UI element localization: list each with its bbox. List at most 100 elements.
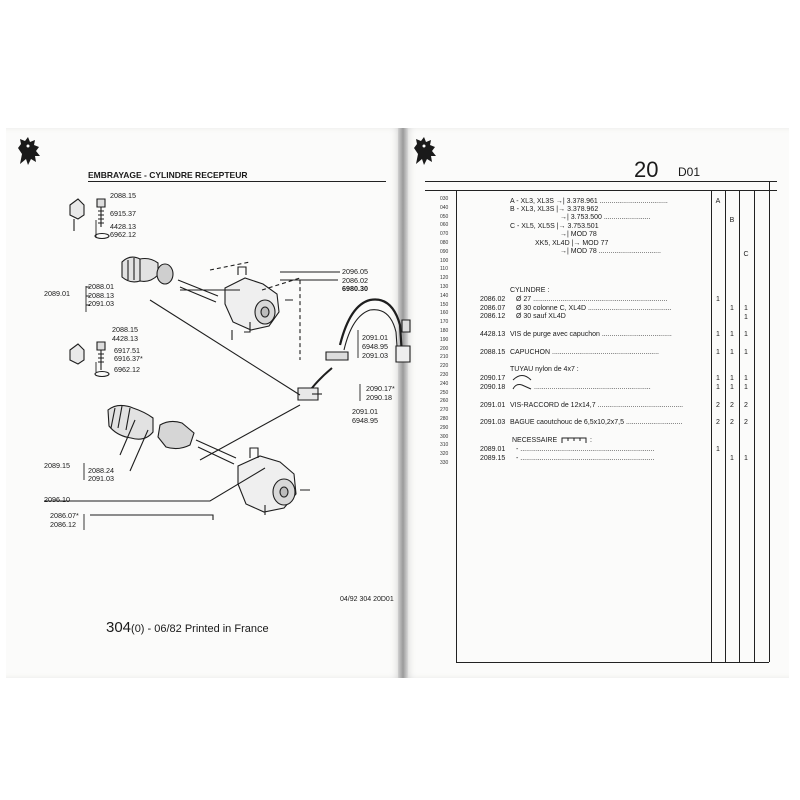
row-number: 190 <box>440 336 449 343</box>
necessaire-row1-desc: - ......................................… <box>516 446 655 453</box>
necessaire-row2-qty-c: 1 <box>744 455 748 462</box>
necessaire-row2-ref: 2089.15 <box>480 455 506 462</box>
row-number: 280 <box>440 416 449 422</box>
column-b-rule <box>725 190 726 662</box>
row-number: 130 <box>440 284 449 290</box>
label-4428-13-top: 4428.13 <box>110 222 136 231</box>
label-2091-01-top: 2091.01 <box>362 333 388 342</box>
bague-qty-a: 2 <box>716 419 720 426</box>
label-2096-05: 2096.05 <box>342 267 368 276</box>
cylindre-heading: CYLINDRE : <box>510 287 550 294</box>
necessaire-row2-desc: - ......................................… <box>516 455 655 462</box>
row-number: 320 <box>440 451 449 458</box>
vis-purge-desc: VIS de purge avec capuchon .............… <box>510 331 672 338</box>
tuyau-row1-ref: 2090.17 <box>480 375 506 382</box>
label-2088-01: 2088.01 <box>88 282 114 291</box>
row-number: 180 <box>440 328 449 334</box>
cylindre-row1-desc: Ø 27 ...................................… <box>516 296 668 303</box>
row-number: 100 <box>440 257 449 264</box>
label-6948-95-bottom: 6948.95 <box>352 416 378 425</box>
label-2091-01-bottom: 2091.01 <box>352 407 378 416</box>
variant-xk5: XK5, XL4D |→ MOD 77 <box>535 240 609 247</box>
necessaire-row2-qty-b: 1 <box>730 455 734 462</box>
label-2091-03-bottom: 2091.03 <box>88 474 114 483</box>
row-number: 330 <box>440 460 449 466</box>
variant-c-end: →| MOD 78 <box>560 231 597 238</box>
label-6948-95-top: 6948.95 <box>362 342 388 351</box>
label-6915-37: 6915.37 <box>110 209 136 218</box>
vis-purge-qty-c: 1 <box>744 331 748 338</box>
vis-raccord-qty-b: 2 <box>730 402 734 409</box>
capuchon-qty-c: 1 <box>744 349 748 356</box>
column-a-rule <box>711 190 712 662</box>
row-number: 290 <box>440 424 449 431</box>
footer-print-info: (0) - 06/82 Printed in France <box>131 623 269 635</box>
row-number: 110 <box>440 266 448 273</box>
bague-desc: BAGUE caoutchouc de 6,5x10,2x7,5 .......… <box>510 419 683 426</box>
column-header-a: A <box>715 198 721 205</box>
row-number: 270 <box>440 407 449 414</box>
label-6962-12-top: 6962.12 <box>110 230 136 239</box>
vis-purge-qty-a: 1 <box>716 331 720 338</box>
cylindre-row1-ref: 2086.02 <box>480 296 506 303</box>
row-number: 230 <box>440 372 449 378</box>
table-top-rule <box>425 190 777 191</box>
variant-b: B - XL3, XL3S |→ 3.378.962 <box>510 206 599 213</box>
row-number: 140 <box>440 292 449 299</box>
left-title-rule <box>88 181 386 182</box>
label-2088-24: 2088.24 <box>88 466 114 475</box>
peugeot-lion-logo-left <box>18 137 40 165</box>
vis-purge-ref: 4428.13 <box>480 331 506 338</box>
necessaire-heading-suffix: : <box>590 437 592 444</box>
label-6980-30: 6980.30 <box>342 284 368 293</box>
vis-raccord-qty-c: 2 <box>744 402 748 409</box>
kit-symbol-icon <box>561 437 587 443</box>
tuyau-row2-qty-c: 1 <box>744 384 748 391</box>
footer-model-number: 304 <box>106 619 132 636</box>
column-e-rule <box>769 182 770 662</box>
cylindre-row2-qty-c: 1 <box>744 305 748 312</box>
bague-ref: 2091.03 <box>480 419 506 426</box>
capuchon-ref: 2088.15 <box>480 349 506 356</box>
cylindre-row3-desc: Ø 30 sauf XL4D <box>516 313 566 320</box>
cylindre-row1-qty-a: 1 <box>716 296 720 303</box>
label-2090-18: 2090.18 <box>366 393 392 402</box>
cylindre-row3-qty-c: 1 <box>744 314 748 321</box>
curved-pipe-icon <box>512 375 532 381</box>
variant-b-end: →| 3.753.500 ........................ <box>560 214 651 221</box>
variant-a: A - XL3, XL3S →| 3.378.961 .............… <box>510 198 668 205</box>
label-2086-02: 2086.02 <box>342 276 368 285</box>
variant-xk5-end: →| MOD 78 ..............................… <box>560 248 662 255</box>
row-number: 060 <box>440 222 449 229</box>
cylindre-row2-ref: 2086.07 <box>480 305 506 312</box>
row-number: 040 <box>440 204 449 211</box>
capuchon-desc: CAPUCHON ...............................… <box>510 349 659 356</box>
row-number: 090 <box>440 248 449 255</box>
cylindre-row3-ref: 2086.12 <box>480 313 506 320</box>
row-number: 220 <box>440 363 449 370</box>
label-2088-15-mid: 2088.15 <box>112 325 138 334</box>
row-number: 210 <box>440 354 449 361</box>
variant-c: C - XL5, XL5S |→ 3.753.501 <box>510 223 599 230</box>
peugeot-lion-logo-right <box>414 137 436 165</box>
book-gutter <box>398 128 408 678</box>
capuchon-qty-a: 1 <box>716 349 720 356</box>
left-page-footer: 304(0) - 06/82 Printed in France <box>106 620 269 635</box>
necessaire-row1-ref: 2089.01 <box>480 446 506 453</box>
column-header-c: C <box>743 251 749 258</box>
row-number: 200 <box>440 345 449 352</box>
label-2089-15: 2089.15 <box>44 461 70 470</box>
label-2090-17: 2090.17* <box>366 384 395 393</box>
label-6916-37: 6916.37* <box>114 354 143 363</box>
capuchon-qty-b: 1 <box>730 349 734 356</box>
row-number: 160 <box>440 310 449 317</box>
label-2091-03-top: 2091.03 <box>88 299 114 308</box>
row-number: 150 <box>440 301 449 308</box>
row-number: 080 <box>440 240 449 246</box>
right-catalog-page <box>403 128 789 678</box>
label-6917-51: 6917.51 <box>114 346 140 355</box>
cylindre-row2-qty-b: 1 <box>730 305 734 312</box>
left-page-title: EMBRAYAGE - CYLINDRE RECEPTEUR <box>88 170 248 180</box>
tuyau-row1-qty-c: 1 <box>744 375 748 382</box>
